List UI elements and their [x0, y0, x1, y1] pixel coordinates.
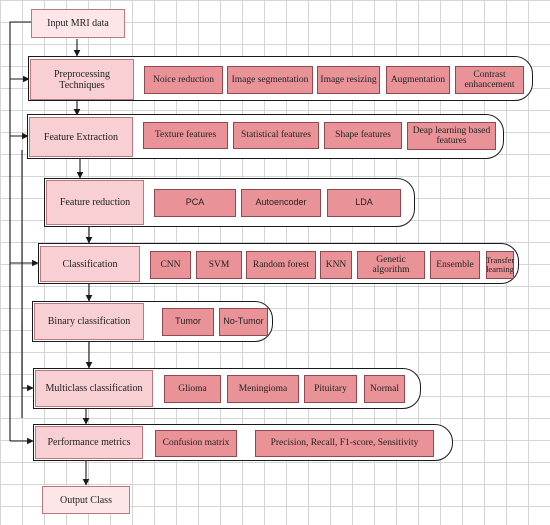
output-node: Output Class — [42, 486, 130, 514]
binary-node: Binary classification — [34, 303, 144, 340]
classification-item-2: Random forest — [246, 251, 316, 279]
extraction-item-3: Deap learning based features — [407, 122, 496, 150]
preprocessing-item-4: Contrast enhancement — [455, 66, 524, 94]
preprocessing-item-0: Noice reduction — [144, 66, 223, 94]
extraction-node: Feature Extraction — [29, 117, 133, 157]
input-node: Input MRI data — [31, 9, 125, 38]
classification-item-5: Ensemble — [430, 251, 480, 279]
multiclass-item-1: Meningioma — [227, 375, 299, 403]
multiclass-item-2: Pituitary — [304, 375, 357, 403]
performance-item-0: Confusion matrix — [155, 430, 237, 457]
binary-item-1: No-Tumor — [219, 308, 268, 336]
preprocessing-item-3: Augmentation — [386, 66, 450, 94]
binary-item-0: Tumor — [162, 308, 214, 336]
reduction-node: Feature reduction — [46, 180, 144, 225]
left-bus-line — [9, 21, 31, 441]
extraction-item-0: Texture features — [143, 122, 228, 149]
preprocessing-item-2: Image resizing — [317, 66, 380, 94]
classification-item-3: KNN — [320, 251, 352, 279]
performance-node: Performance metrics — [35, 426, 143, 459]
preprocessing-node: Preprocessing Techniques — [30, 59, 134, 100]
reduction-item-2: LDA — [327, 189, 401, 217]
preprocessing-item-1: Image segmentation — [227, 66, 313, 94]
reduction-item-0: PCA — [154, 189, 236, 217]
reduction-item-1: Autoencoder — [241, 189, 321, 217]
classification-item-1: SVM — [196, 251, 242, 279]
classification-item-0: CNN — [150, 251, 191, 279]
classification-item-6: Transfer learning — [486, 251, 514, 279]
multiclass-item-0: Glioma — [164, 375, 221, 403]
extraction-item-1: Statistical features — [233, 122, 319, 149]
multiclass-item-3: Normal — [364, 375, 405, 403]
classification-node: Classification — [40, 246, 140, 282]
performance-item-1: Precision, Recall, F1-score, Sensitivity — [255, 430, 434, 457]
extraction-item-2: Shape features — [324, 122, 402, 149]
classification-item-4: Genetic algorithm — [357, 251, 425, 279]
multiclass-node: Multiclass classification — [35, 370, 153, 407]
